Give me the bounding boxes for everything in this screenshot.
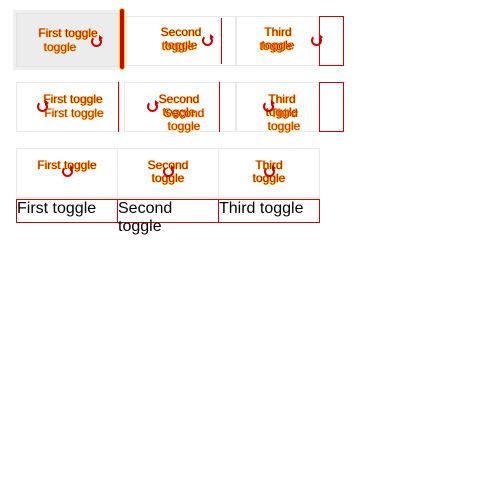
- toggle-first-label: First toggle: [43, 92, 103, 106]
- toggle-third-outline-label: Third toggle: [219, 200, 304, 217]
- toggle-second[interactable]: Second toggle: [117, 148, 219, 198]
- toggle-third-label: Third toggle: [265, 92, 299, 119]
- toggle-end-cap: [319, 16, 344, 66]
- toggle-end-cap: [319, 82, 344, 132]
- toggle-first-label: First toggle: [38, 26, 98, 40]
- toggle-third[interactable]: Third toggle: [218, 148, 320, 198]
- toggle-first-outline-label: First toggle: [17, 200, 97, 217]
- toggle-second-label: Second toggle: [147, 158, 189, 185]
- refresh-icon: [37, 100, 49, 112]
- toggle-third-outline[interactable]: Third toggle: [218, 199, 320, 223]
- toggle-third[interactable]: Third toggle Third toggle: [236, 82, 320, 133]
- toggle-first-label-overlap: First toggle: [44, 106, 104, 120]
- separator-1: [118, 82, 119, 132]
- refresh-icon: [62, 165, 74, 177]
- refresh-icon: [163, 165, 175, 177]
- toggle-first-outline[interactable]: First toggle: [16, 199, 118, 223]
- toggle-first-label-overlap: toggle: [43, 40, 77, 54]
- separator-1: [120, 9, 124, 69]
- toggle-second[interactable]: Second toggle Second toggle: [124, 82, 236, 133]
- refresh-icon: [147, 100, 159, 112]
- toggle-second-label: Second toggle: [160, 25, 202, 52]
- toggle-second-outline[interactable]: Second toggle: [117, 199, 219, 235]
- toggle-second-label-overlap: toggle: [161, 39, 195, 53]
- toggle-third[interactable]: Third toggle toggle: [236, 16, 323, 66]
- toggle-second-label: Second toggle: [158, 92, 200, 119]
- toggle-first[interactable]: First toggle toggle: [16, 13, 120, 67]
- refresh-icon: [264, 165, 276, 177]
- toggle-third-label-overlap: Third toggle: [267, 106, 301, 133]
- refresh-icon: [202, 34, 214, 46]
- toggle-second[interactable]: Second toggle toggle: [126, 16, 236, 66]
- toggle-group-1: First toggle toggle Second toggle toggle…: [16, 9, 346, 69]
- toggle-group-2: First toggle First toggle Second toggle …: [16, 82, 346, 133]
- toggle-group-3: First toggle Second toggle Third toggle …: [16, 148, 320, 235]
- separator-2: [219, 82, 220, 132]
- toggle-first[interactable]: First toggle First toggle: [16, 82, 120, 132]
- toggle-third-label-overlap: toggle: [259, 39, 293, 53]
- refresh-icon: [91, 35, 103, 47]
- refresh-icon: [311, 34, 323, 46]
- toggle-first[interactable]: First toggle: [16, 148, 118, 198]
- toggle-first-label: First toggle: [37, 158, 97, 172]
- separator-2: [221, 18, 222, 64]
- toggle-third-label: Third toggle: [261, 25, 295, 52]
- refresh-icon: [263, 100, 275, 112]
- toggle-second-outline-label: Second toggle: [118, 200, 173, 235]
- toggle-second-label-overlap: Second toggle: [163, 106, 205, 133]
